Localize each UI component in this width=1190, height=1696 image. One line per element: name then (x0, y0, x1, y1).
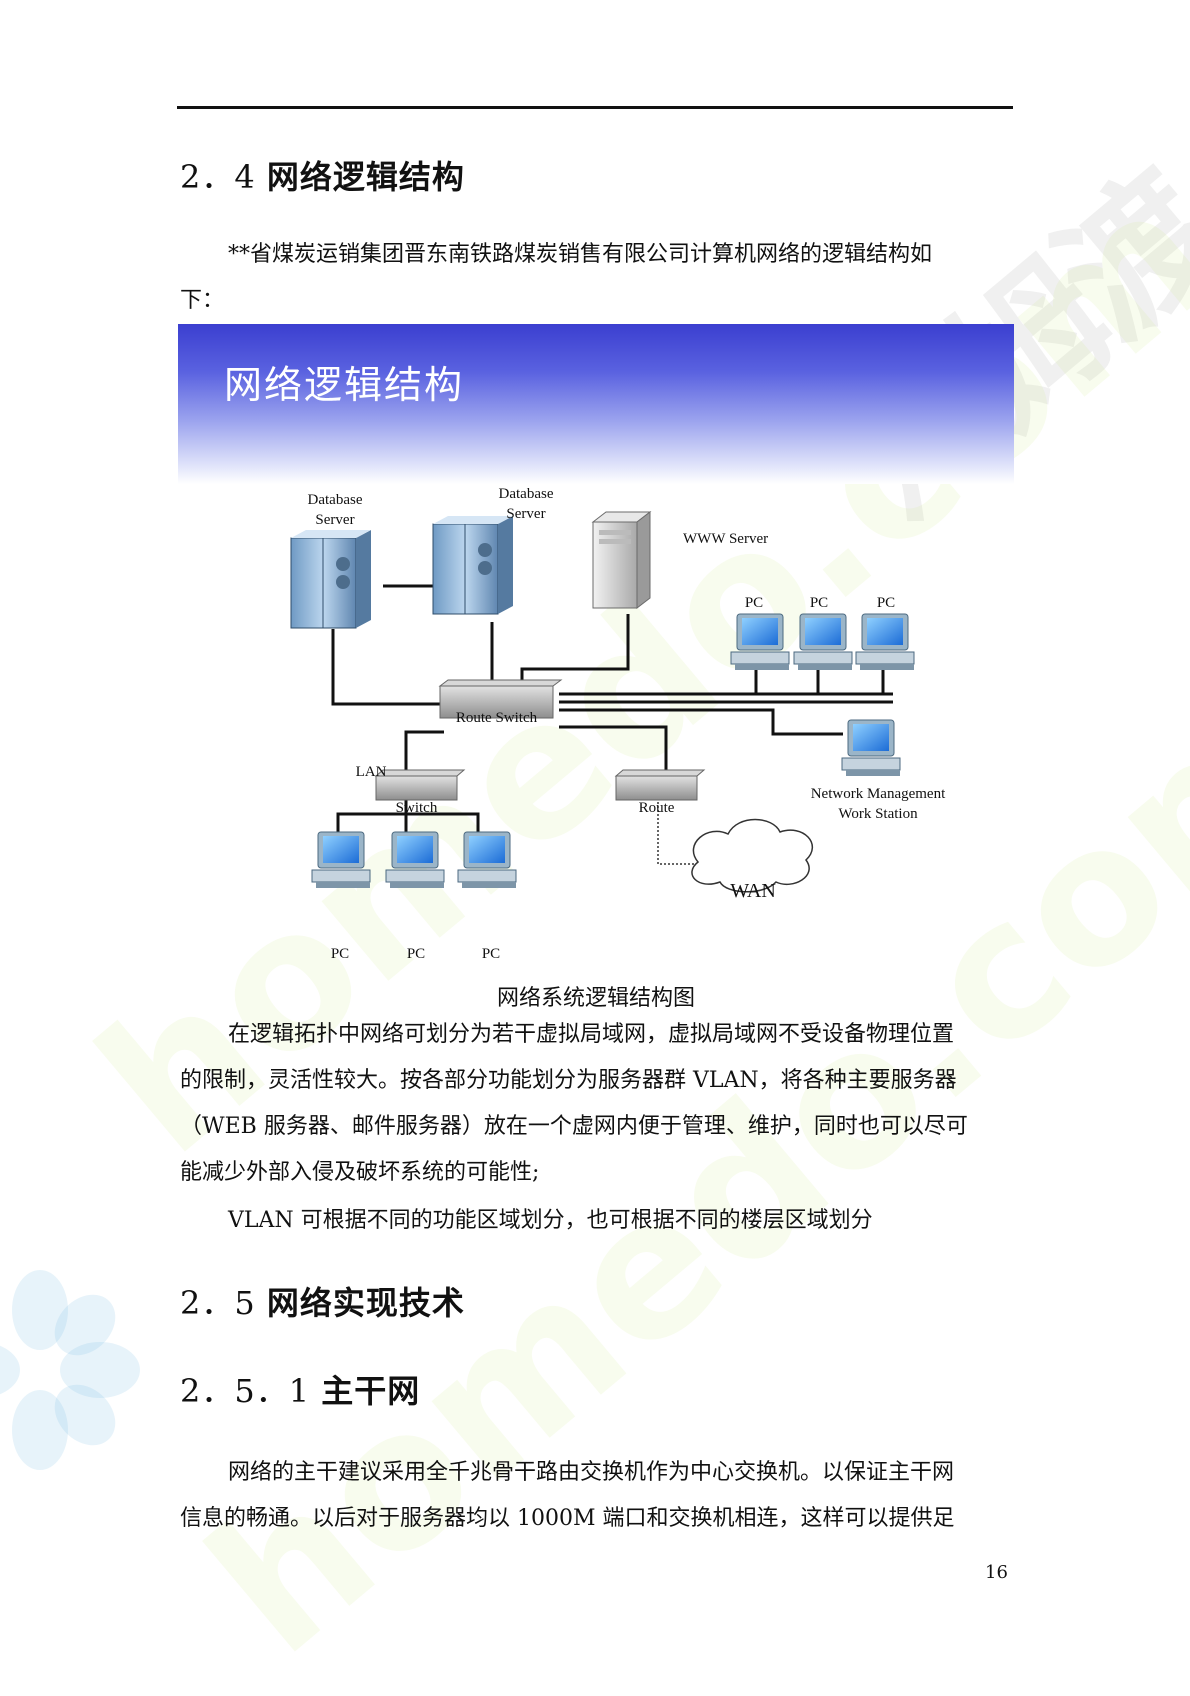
section-heading-2-5-1: 2．5．1 主干网 (180, 1372, 421, 1410)
label-route-switch: Route Switch (455, 710, 538, 726)
body-paragraph-2: VLAN 可根据不同的功能区域划分，也可根据不同的楼层区域划分 (228, 1208, 873, 1233)
router-icon (614, 769, 706, 801)
backbone-line-2: 信息的畅通。以后对于服务器均以 1000M 端口和交换机相连，这样可以提供足 (180, 1506, 955, 1531)
label-wan: WAN (730, 880, 776, 902)
intro-line-2: 下： (180, 288, 225, 313)
figure-banner: 网络逻辑结构 (178, 324, 1014, 484)
label-www-server: WWW Server (683, 531, 769, 547)
line-rs-route (559, 725, 668, 776)
www-server-icon (591, 510, 652, 610)
line-db1-routeswitch (331, 629, 444, 706)
intro-line-1: **省煤炭运销集团晋东南铁路煤炭销售有限公司计算机网络的逻辑结构如 (228, 242, 933, 267)
nms-pc-icon (841, 719, 901, 777)
label-pc-top-3: PC (876, 595, 896, 611)
backbone-line-1: 网络的主干建议采用全千兆骨干路由交换机作为中心交换机。以保证主干网 (228, 1460, 955, 1485)
pc-top-3-icon (855, 613, 915, 671)
line-rs-nms (559, 708, 843, 736)
header-rule (177, 106, 1013, 109)
label-pc-top-2: PC (809, 595, 829, 611)
line-rs-lan-switch (404, 730, 444, 776)
label-lan: LAN (355, 764, 387, 780)
body-line: 能减少外部入侵及破坏系统的可能性; (180, 1160, 540, 1185)
label-pc-bottom-2: PC (406, 946, 426, 962)
database-server-2-icon (432, 516, 513, 615)
network-diagram (290, 510, 915, 893)
line-www-routeswitch (520, 614, 630, 686)
watermark-flower-logo (0, 1270, 140, 1470)
pc-bottom-1-icon (311, 831, 371, 889)
label-switch: Switch (395, 800, 438, 816)
body-line: 在逻辑拓扑中网络可划分为若干虚拟局域网，虚拟局域网不受设备物理位置 (228, 1022, 955, 1047)
pc-bottom-3-icon (457, 831, 517, 889)
pc-top-1-icon (730, 613, 790, 671)
line-switch-pc3 (404, 794, 480, 832)
line-route-wan (657, 798, 698, 865)
pc-top-2-icon (793, 613, 853, 671)
label-pc-bottom-1: PC (330, 946, 350, 962)
wan-cloud-icon (691, 818, 813, 893)
switch-icon (374, 769, 466, 801)
section-heading-2-4: 2．4 网络逻辑结构 (180, 158, 465, 196)
body-line: 的限制，灵活性较大。按各部分功能划分为服务器群 VLAN，将各种主要服务器 (180, 1068, 957, 1093)
label-route: Route (638, 800, 675, 816)
backbone-paragraph: 网络的主干建议采用全千兆骨干路由交换机作为中心交换机。以保证主干网 信息的畅通。… (180, 1450, 1012, 1542)
figure-caption: 网络系统逻辑结构图 (496, 986, 695, 1011)
figure-banner-title: 网络逻辑结构 (224, 363, 465, 407)
intro-paragraph: **省煤炭运销集团晋东南铁路煤炭销售有限公司计算机网络的逻辑结构如 (180, 232, 1012, 278)
label-pc-top-1: PC (744, 595, 764, 611)
body-paragraph-1: 在逻辑拓扑中网络可划分为若干虚拟局域网，虚拟局域网不受设备物理位置 的限制，灵活… (180, 1012, 1012, 1196)
label-pc-bottom-3: PC (481, 946, 501, 962)
section-heading-2-5: 2．5 网络实现技术 (180, 1284, 465, 1322)
route-switch-icon (438, 679, 563, 719)
pc-bottom-2-icon (385, 831, 445, 889)
network-logical-structure-figure: 网络逻辑结构 (178, 324, 1014, 964)
page-number: 16 (985, 1562, 1008, 1583)
database-server-1-icon (290, 530, 371, 629)
body-line: （WEB 服务器、邮件服务器）放在一个虚网内便于管理、维护，同时也可以尽可 (180, 1114, 968, 1139)
